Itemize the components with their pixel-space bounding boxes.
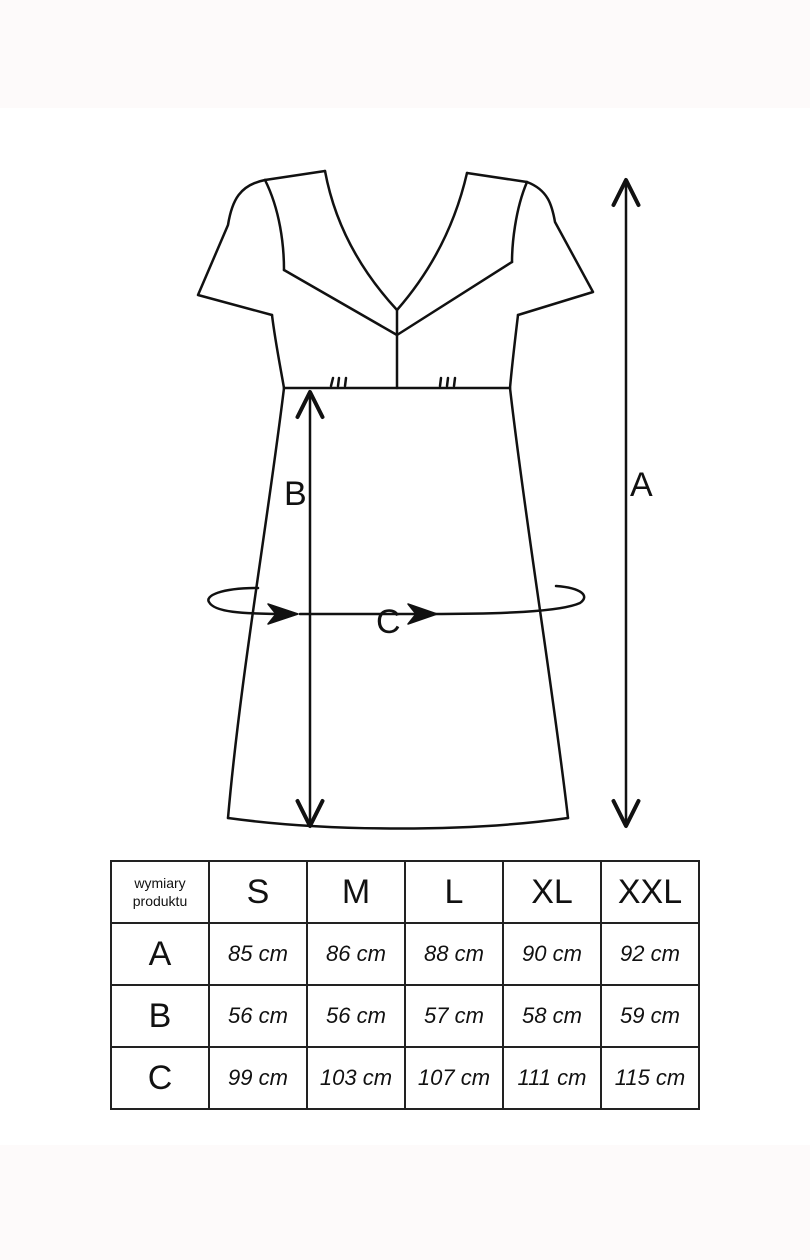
table-cell: 107 cm	[404, 1046, 504, 1110]
table-cell: 86 cm	[306, 922, 406, 986]
size-header-xxl: XXL	[600, 860, 700, 924]
dimension-b-label: B	[284, 475, 307, 513]
top-margin-band	[0, 0, 810, 108]
header-label-line1: wymiary	[134, 875, 186, 891]
dress-outline	[196, 169, 595, 830]
table-cell: 115 cm	[600, 1046, 700, 1110]
table-cell: 88 cm	[404, 922, 504, 986]
size-header-xl: XL	[502, 860, 602, 924]
table-cell: 103 cm	[306, 1046, 406, 1110]
table-cell: 58 cm	[502, 984, 602, 1048]
table-row: B 56 cm 56 cm 57 cm 58 cm 59 cm	[110, 984, 700, 1048]
table-cell: 90 cm	[502, 922, 602, 986]
dimension-a-label: A	[630, 466, 653, 504]
bottom-margin-band	[0, 1145, 810, 1260]
table-cell: 57 cm	[404, 984, 504, 1048]
dimension-c-arrowhead-left	[267, 603, 299, 625]
table-row: A 85 cm 86 cm 88 cm 90 cm 92 cm	[110, 922, 700, 986]
row-label-a: A	[110, 922, 210, 986]
dimension-c-loop	[207, 584, 586, 616]
size-header-l: L	[404, 860, 504, 924]
row-label-c: C	[110, 1046, 210, 1110]
dimension-c-label: C	[376, 603, 401, 641]
row-label-b: B	[110, 984, 210, 1048]
header-cell-measurements: wymiary produktu	[110, 860, 210, 924]
size-header-m: M	[306, 860, 406, 924]
table-cell: 92 cm	[600, 922, 700, 986]
table-cell: 56 cm	[208, 984, 308, 1048]
table-cell: 85 cm	[208, 922, 308, 986]
table-row: C 99 cm 103 cm 107 cm 111 cm 115 cm	[110, 1046, 700, 1110]
table-cell: 111 cm	[502, 1046, 602, 1110]
table-cell: 56 cm	[306, 984, 406, 1048]
table-cell: 99 cm	[208, 1046, 308, 1110]
size-header-s: S	[208, 860, 308, 924]
size-table: wymiary produktu S M L XL XXL A 85 cm 86…	[110, 860, 700, 1110]
header-label-line2: produktu	[132, 893, 188, 909]
table-cell: 59 cm	[600, 984, 700, 1048]
dimension-c-arrowhead-right	[407, 603, 438, 625]
size-table-header-row: wymiary produktu S M L XL XXL	[110, 860, 700, 924]
